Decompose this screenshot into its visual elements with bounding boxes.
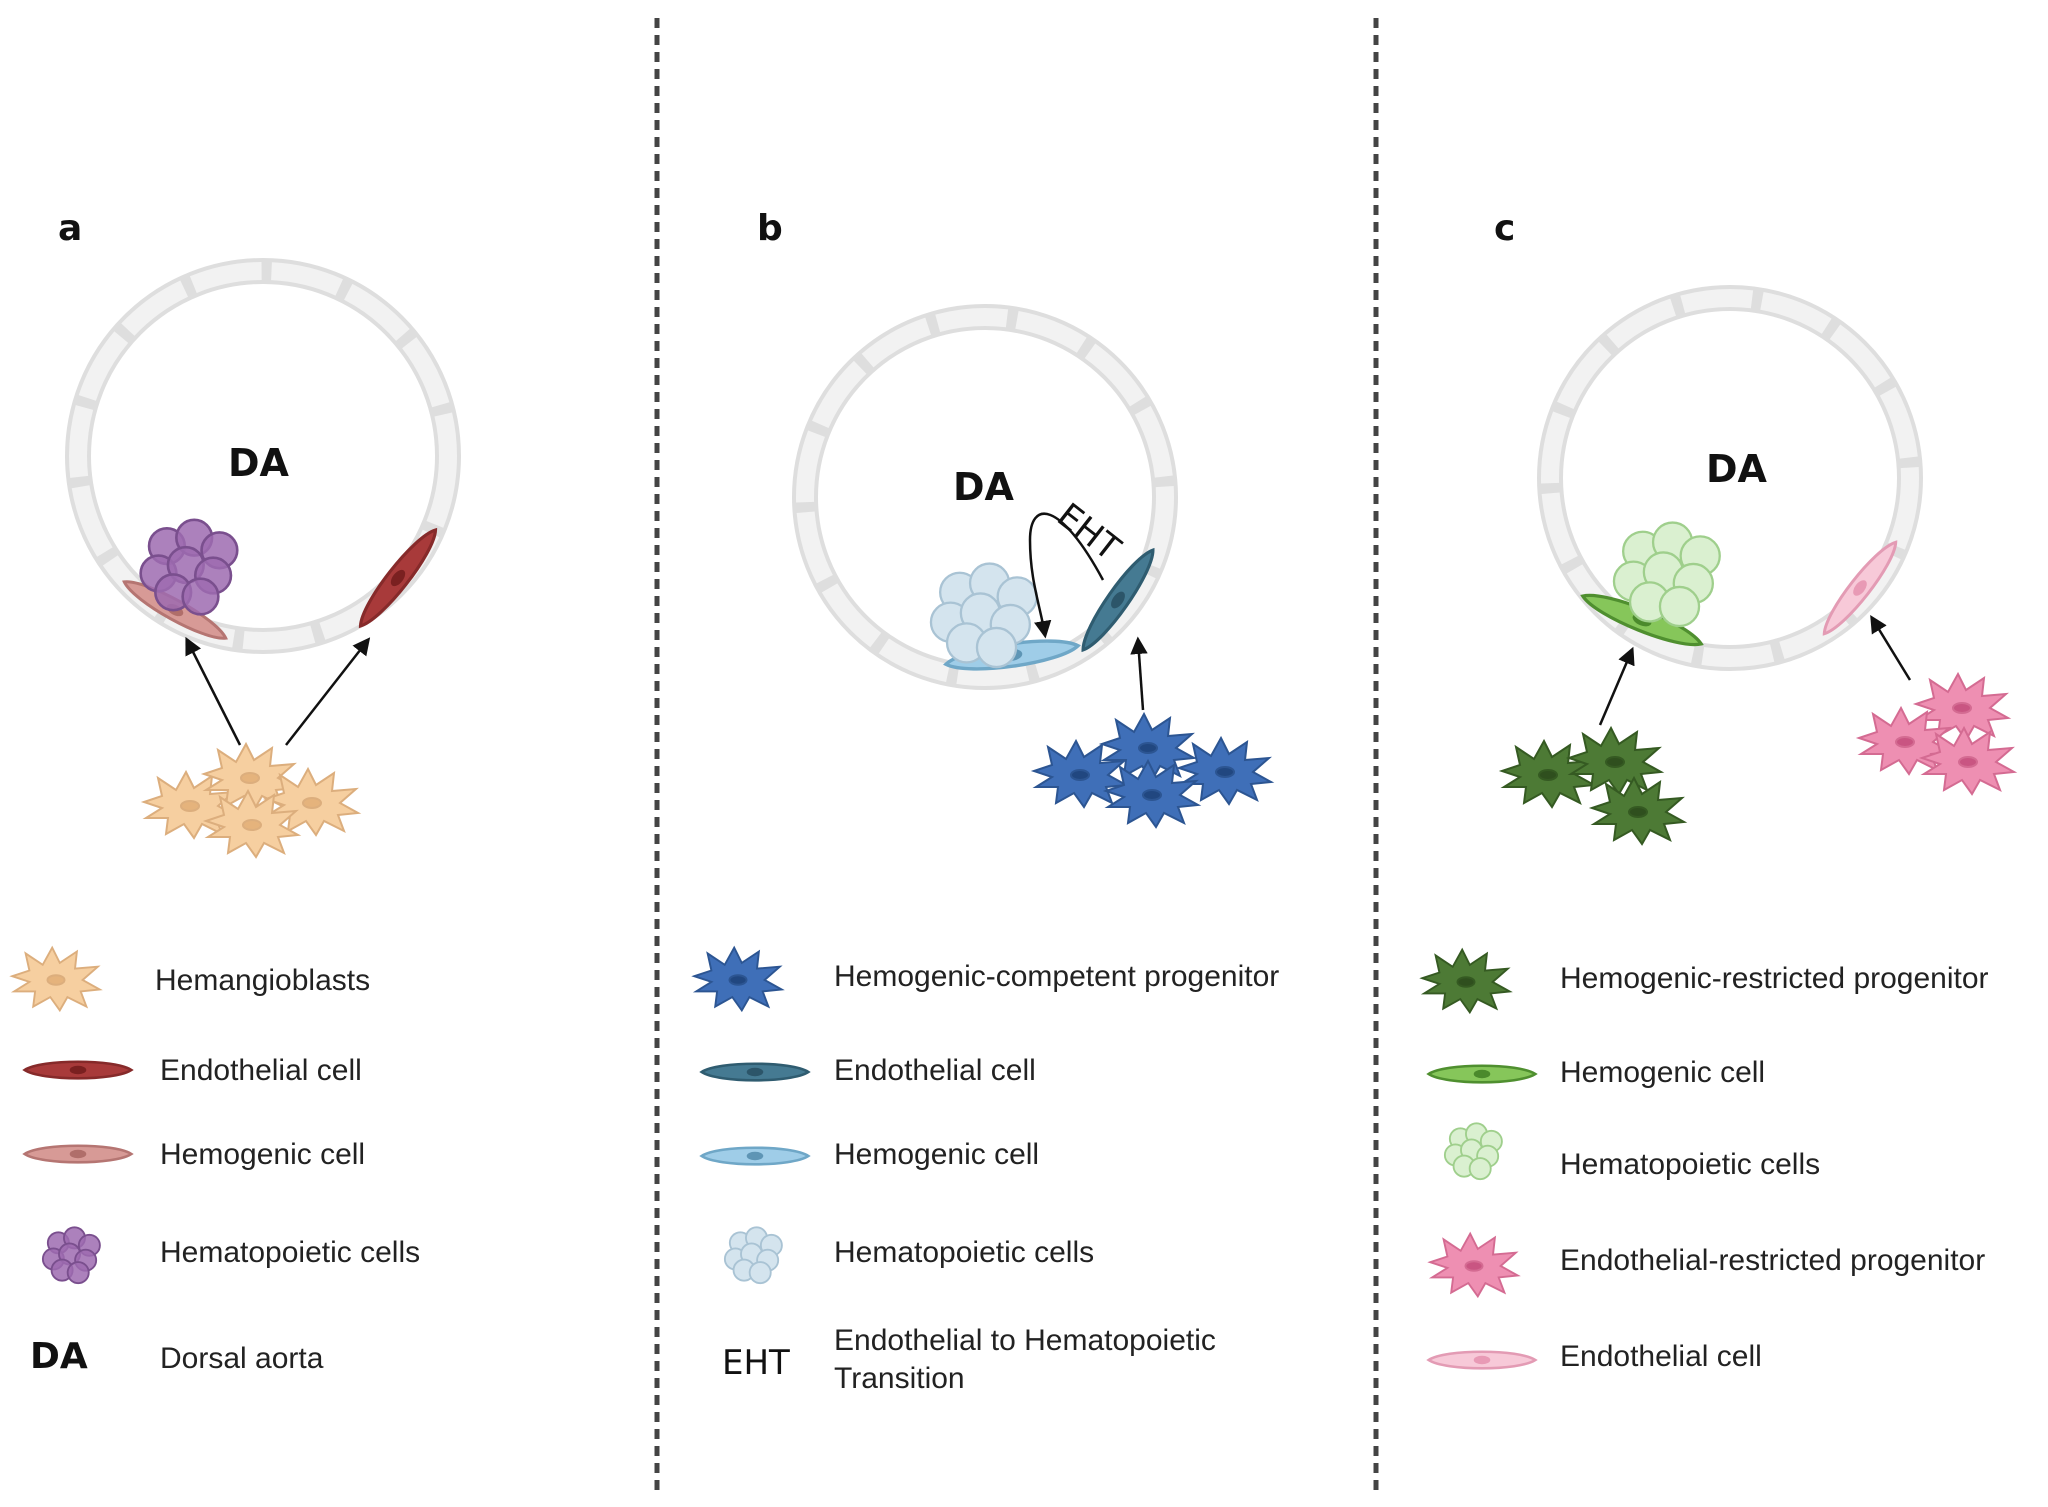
legend-icon-hemogenic [23,1144,133,1164]
legend-b: Hemogenic-competent progenitor Endotheli… [693,946,1279,1395]
legend-icon-endothelial-b [700,1062,810,1082]
legend-label-endothelial-restricted-progenitor: Endothelial-restricted progenitor [1560,1244,1985,1277]
legend-label-hematopoietic-c: Hematopoietic cells [1560,1148,1820,1181]
legend-a: Hemangioblasts Endothelial cell Hemogeni… [11,946,420,1377]
legend-icon-hemogenic-c [1427,1064,1537,1084]
arrow-a-left [185,636,242,746]
dorsal-aorta-vessel-b [792,304,1178,690]
legend-icon-endothelial-c [1427,1350,1537,1370]
legend-icon-endothelial-restricted-progenitor [1429,1232,1519,1298]
legend-abbr-da: DA [30,1336,88,1377]
vessel-label-b: DA [953,465,1015,509]
progenitor-group-b [1033,713,1272,828]
legend-label-hematopoietic-a: Hematopoietic cells [160,1236,420,1269]
legend-icon-hematopoietic [41,1226,101,1285]
endothelial-cell-a [350,522,446,634]
legend-label-hemangioblasts: Hemangioblasts [155,964,370,997]
legend-label-hemogenic-competent-progenitor: Hemogenic-competent progenitor [834,960,1279,993]
legend-label-hemogenic-restricted-progenitor: Hemogenic-restricted progenitor [1560,962,1989,995]
legend-abbr-eht: EHT [722,1343,790,1383]
eht-label: EHT [1049,496,1127,569]
panel-letter-a: a [58,208,82,249]
endothelial-cell-c [1815,534,1905,642]
hemangioblast-group-a [143,743,359,858]
panel-letter-b: b [757,208,783,249]
arrow-a-right [285,637,371,746]
legend-label-hemogenic-a: Hemogenic cell [160,1138,365,1171]
legend-icon-hematopoietic-c [1443,1122,1503,1181]
panel-c: c DA [1421,208,2015,1373]
panel-letter-c: c [1494,208,1515,249]
legend-label-hemogenic-b: Hemogenic cell [834,1138,1039,1171]
endothelial-cell-b [1073,542,1163,658]
legend-label-endothelial-b: Endothelial cell [834,1054,1036,1087]
legend-label-eht-line1: Endothelial to Hematopoietic [834,1324,1216,1357]
arrow-c-right [1870,615,1912,681]
legend-icon-progenitor-b [693,946,783,1012]
endothelial-progenitor-group-c [1858,673,2015,795]
arrow-c-left [1598,646,1635,726]
panel-a: a DA Hemangiobl [11,208,461,1377]
legend-label-endothelial-a: Endothelial cell [160,1054,362,1087]
legend-label-hemogenic-c: Hemogenic cell [1560,1056,1765,1089]
legend-icon-hemangioblast [11,946,101,1012]
legend-label-endothelial-c: Endothelial cell [1560,1340,1762,1373]
legend-label-dorsal-aorta: Dorsal aorta [160,1342,324,1375]
legend-icon-endothelial [23,1060,133,1080]
legend-icon-hematopoietic-b [723,1226,783,1285]
vessel-label-c: DA [1706,447,1768,491]
arrow-b [1130,636,1148,711]
legend-icon-hemogenic-restricted-progenitor [1421,948,1511,1014]
legend-label-hematopoietic-b: Hematopoietic cells [834,1236,1094,1269]
legend-icon-hemogenic-b [700,1146,810,1166]
legend-label-eht-line2: Transition [834,1362,965,1395]
vessel-label-a: DA [228,441,290,485]
dorsal-aorta-vessel-c [1537,285,1923,671]
panel-b: b DA EHT He [693,208,1279,1395]
dorsal-aorta-vessel-a [65,258,461,654]
eht-arrow [1028,512,1105,639]
hemogenic-progenitor-group-c [1501,727,1685,845]
legend-c: Hemogenic-restricted progenitor Hemogeni… [1421,948,1989,1373]
